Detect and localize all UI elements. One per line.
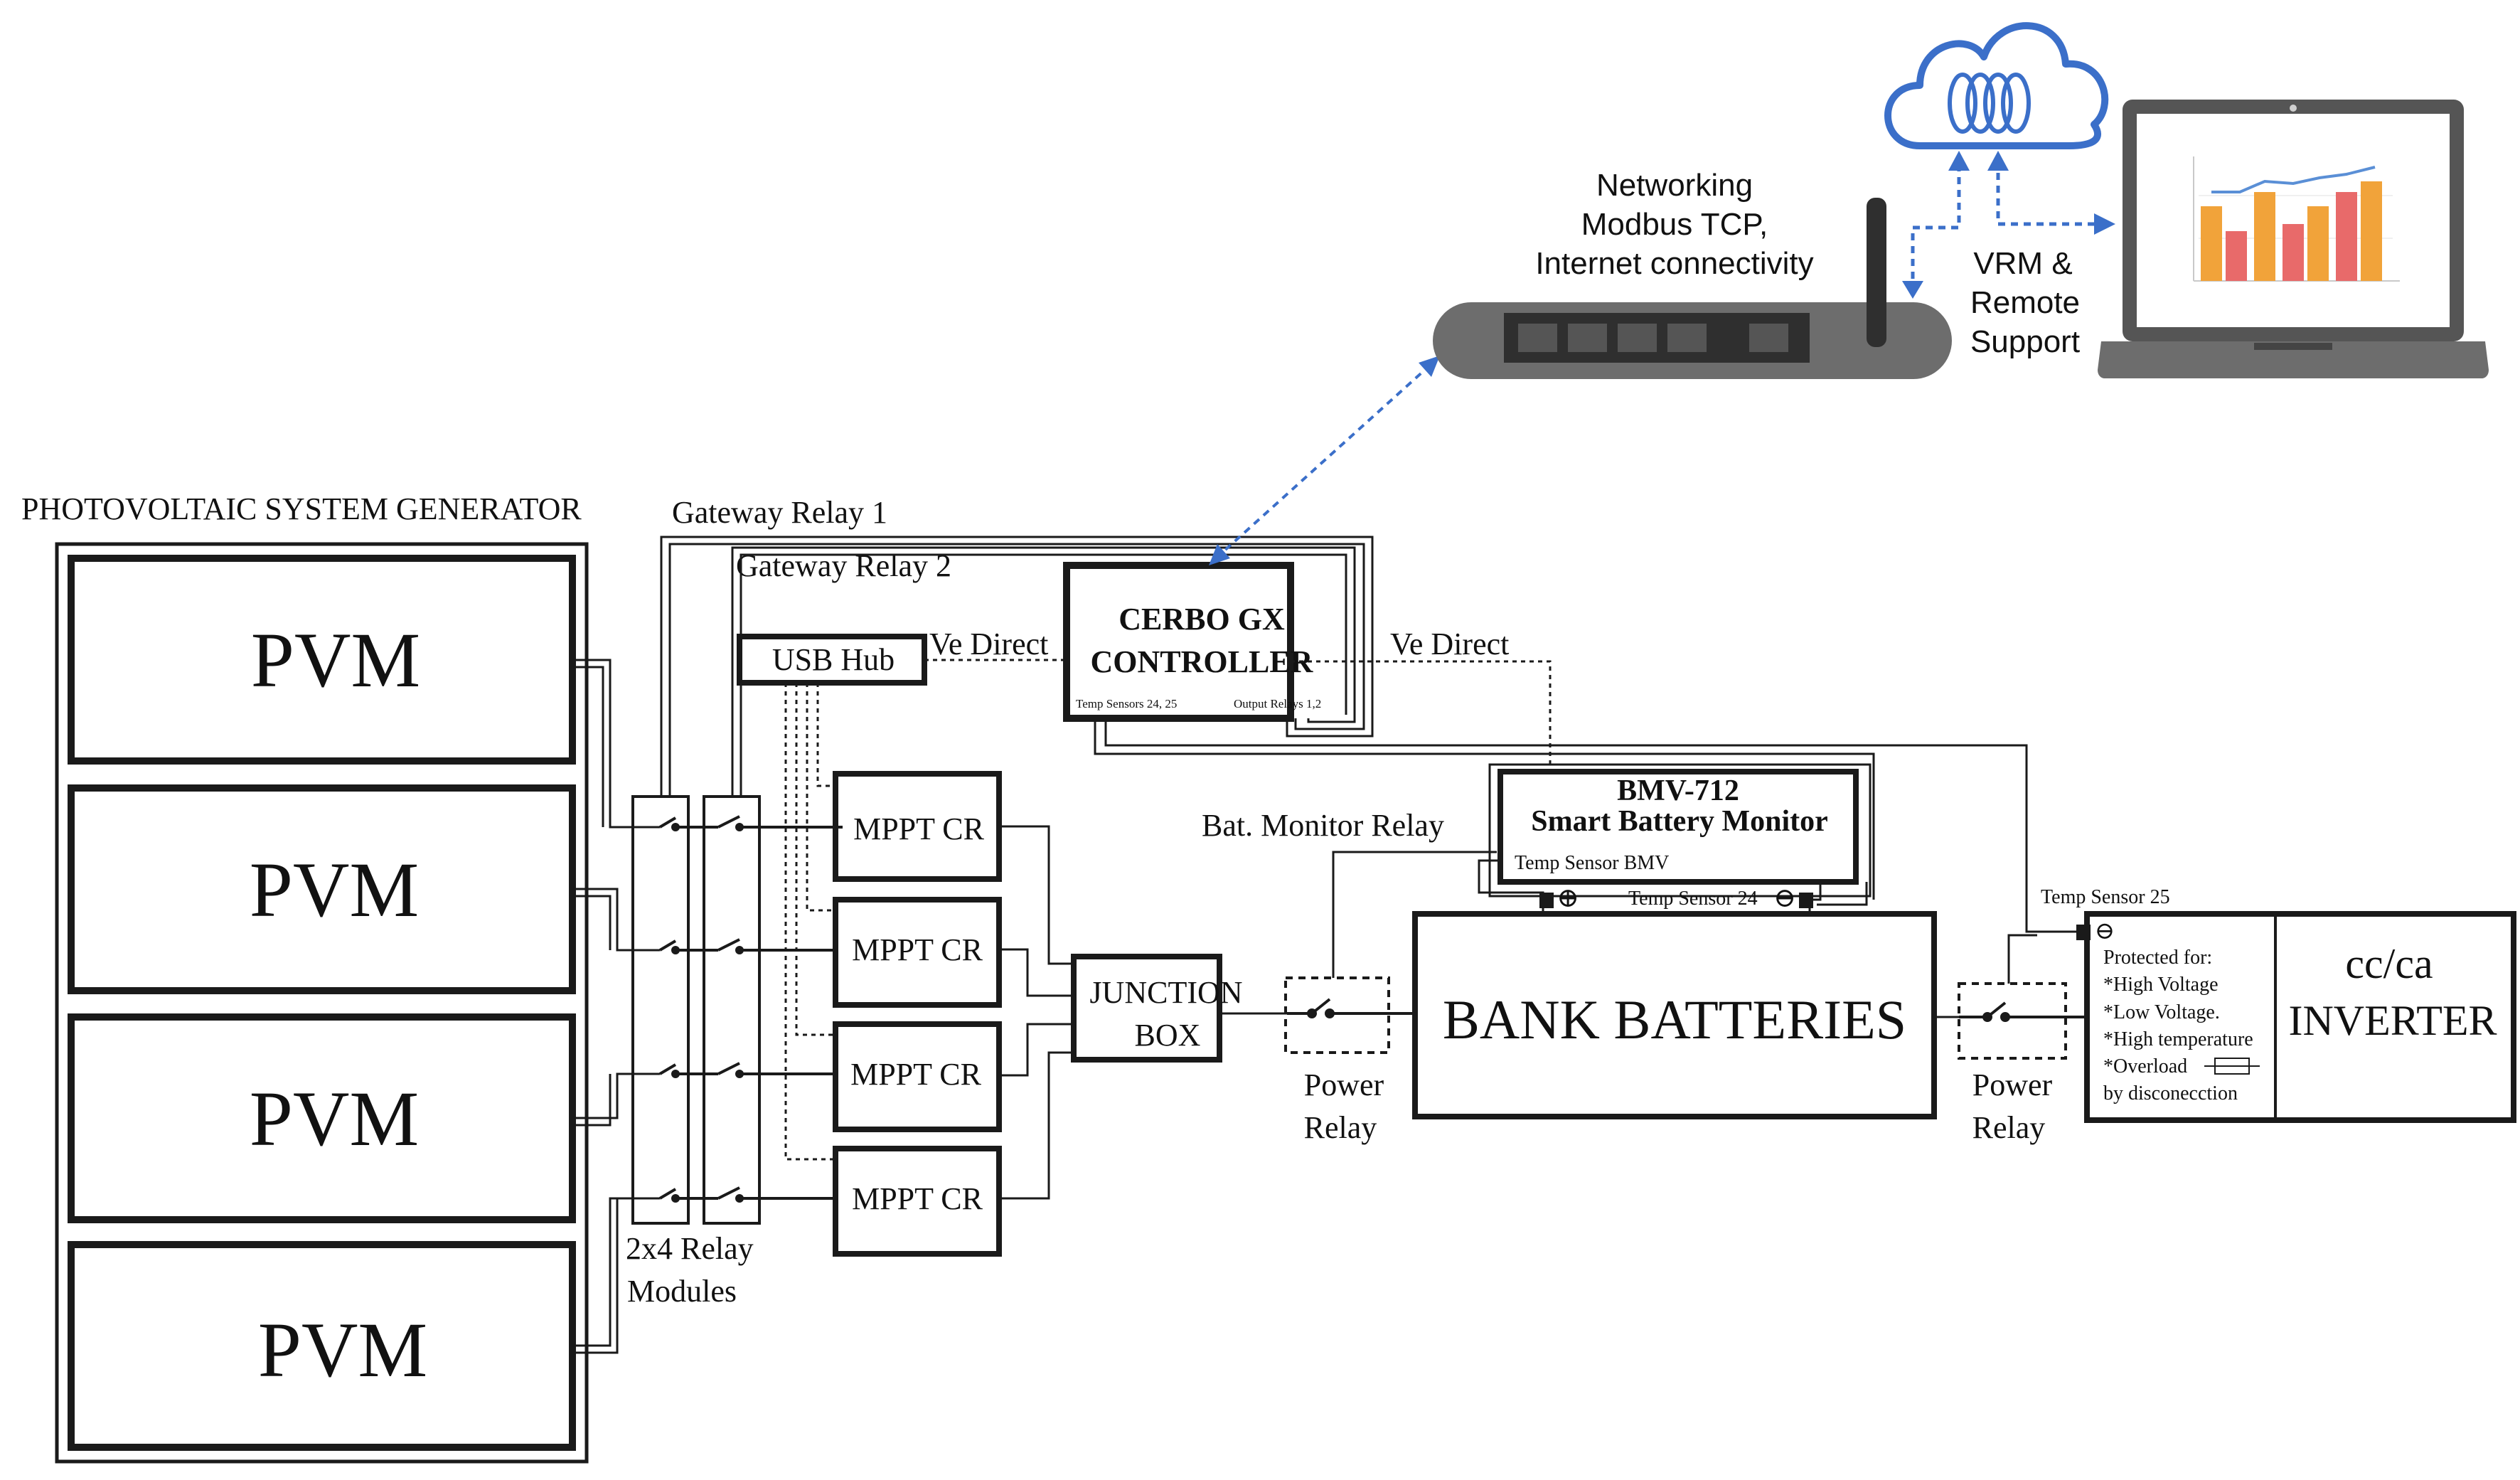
networking-label-1: Networking — [1596, 168, 1753, 203]
inverter-title-line1: cc/ca — [2345, 940, 2433, 987]
battery-bank-box — [1412, 911, 1937, 1119]
cloud-links — [1911, 160, 2098, 292]
power-relay-1-label-1: Power — [1304, 1068, 1384, 1102]
mppt-3-label: MPPT CR — [850, 1057, 981, 1092]
cerbo-ve-direct-bmv-link — [1291, 660, 1552, 772]
power-relay-1-box — [1284, 976, 1390, 1054]
mppt-2-label: MPPT CR — [852, 932, 983, 967]
ve-direct-left-label: Ve Direct — [929, 627, 1048, 661]
mppt-1-label: MPPT CR — [853, 811, 984, 846]
gateway-relay-wires — [660, 536, 1374, 797]
chart-icon — [2193, 156, 2400, 282]
junction-box — [1071, 954, 1222, 1063]
usb-hub-label: USB Hub — [772, 642, 895, 677]
pv-module-2: PVM — [68, 784, 576, 994]
inverter-minus-terminal — [2076, 925, 2091, 940]
power-relay-2-control-wire — [2007, 934, 2037, 984]
relay-switch-dots — [671, 823, 744, 1203]
bmv-temp-sensor-24-label: Temp Sensor 24 — [1628, 888, 1758, 910]
cerbo-link-arrow-bottom — [1209, 544, 1230, 565]
cerbo-controller-box — [1063, 562, 1294, 722]
power-relay-1-label-2: Relay — [1304, 1110, 1377, 1145]
gateway-relay-2-label: Gateway Relay 2 — [736, 548, 951, 583]
pv-generator-title: PHOTOVOLTAIC SYSTEM GENERATOR — [21, 491, 582, 526]
pv-module-3-label: PVM — [250, 1075, 419, 1162]
vrm-label-3: Support — [1970, 324, 2080, 359]
pv-generator-frame — [55, 542, 589, 1464]
mppt-4: MPPT CR — [833, 1146, 1002, 1257]
junction-box-line1: JUNCTION — [1089, 975, 1242, 1010]
cerbo-output-relays-label: Output Relays 1,2 — [1234, 697, 1321, 710]
inverter-title-line2: INVERTER — [2288, 997, 2497, 1044]
fuse-icon — [2204, 1058, 2260, 1075]
inverter-protection-item-1: *High Voltage — [2103, 974, 2219, 996]
relay-modules-label-2: Modules — [627, 1274, 737, 1309]
gateway-relay-1-label: Gateway Relay 1 — [672, 495, 887, 530]
pv-module-4: PVM — [68, 1241, 576, 1451]
pv-module-2-label: PVM — [250, 846, 419, 933]
pv-module-1: PVM — [68, 555, 576, 765]
cerbo-temp-sensors-label: Temp Sensors 24, 25 — [1076, 697, 1177, 710]
inverter-protected-for: Protected for: — [2103, 947, 2212, 969]
vrm-label-2: Remote — [1970, 285, 2080, 320]
cerbo-title-line1: CERBO GX — [1118, 602, 1285, 637]
cerbo-router-link — [1214, 361, 1434, 560]
battery-bank-label: BANK BATTERIES — [1443, 989, 1906, 1050]
power-relay-1-switch — [1287, 998, 1415, 1018]
mppt-1: MPPT CR — [833, 771, 1002, 882]
relay-switches — [658, 815, 843, 1200]
cloud-icon — [1884, 22, 2109, 149]
bmv-minus-terminal — [1799, 893, 1813, 908]
bmv-title-line1: BMV-712 — [1617, 774, 1739, 807]
bmv-plus-terminal — [1539, 893, 1554, 908]
power-relay-2-label-1: Power — [1972, 1068, 2053, 1102]
networking-label-3: Internet connectivity — [1535, 246, 1813, 281]
router-icon — [1433, 198, 1952, 379]
inverter-protection-item-3: *High temperature — [2103, 1028, 2253, 1050]
inverter-minus-symbol: ⊖ — [2095, 918, 2115, 944]
power-relay-2-switch — [1959, 1001, 2087, 1022]
usb-to-mppt-links — [784, 683, 837, 1161]
junction-box-line2: BOX — [1135, 1018, 1201, 1053]
bmv-monitor-box — [1497, 769, 1859, 885]
inverter-protection-item-4: *Overload — [2103, 1055, 2187, 1077]
bmv-plus-symbol: ⊕ — [1557, 883, 1579, 913]
relay-modules-label-1: 2x4 Relay — [626, 1231, 754, 1266]
pv-module-4-label: PVM — [258, 1306, 427, 1393]
cerbo-link-arrow-top — [1419, 356, 1440, 377]
inverter-disconnection: by disconecction — [2103, 1082, 2238, 1104]
pv-module-1-label: PVM — [251, 617, 420, 703]
networking-label-2: Modbus TCP, — [1581, 207, 1768, 242]
mppt-junction-wires — [999, 825, 1074, 1200]
mppt-3: MPPT CR — [833, 1021, 1002, 1132]
mppt-4-label: MPPT CR — [852, 1181, 983, 1216]
bmv-temp-sensor-label: Temp Sensor BMV — [1515, 852, 1669, 874]
temp-sensor-wires — [1094, 718, 2082, 933]
bat-monitor-relay-wire — [1332, 851, 1497, 978]
mppt-2: MPPT CR — [833, 897, 1002, 1008]
bat-monitor-relay-label: Bat. Monitor Relay — [1202, 808, 1444, 843]
inverter-outer-frame — [2084, 911, 2516, 1123]
bmv-title-line2: Smart Battery Monitor — [1531, 805, 1828, 838]
power-relay-2-box — [1958, 982, 2067, 1060]
power-relay-2-label-2: Relay — [1972, 1110, 2046, 1145]
bmv-outer-frame — [1488, 763, 1872, 898]
relay-modules — [631, 795, 761, 1225]
vrm-label-1: VRM & — [1973, 246, 2072, 281]
pv-wires — [572, 659, 660, 1354]
cloud-link-arrows — [1902, 151, 2115, 299]
inverter-temp-sensor-25-label: Temp Sensor 25 — [2041, 886, 2170, 908]
inverter-protection-item-2: *Low Voltage. — [2103, 1001, 2220, 1023]
pv-module-3: PVM — [68, 1013, 576, 1223]
cerbo-title-line2: CONTROLLER — [1091, 644, 1314, 679]
ve-direct-right-label: Ve Direct — [1390, 627, 1509, 661]
bmv-minus-symbol: ⊖ — [1773, 883, 1796, 913]
